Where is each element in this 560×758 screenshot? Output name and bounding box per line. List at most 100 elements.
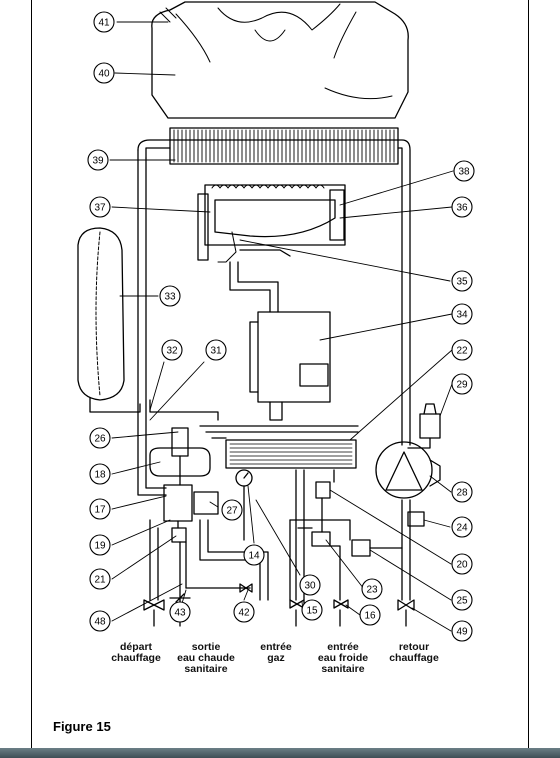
svg-text:19: 19 bbox=[94, 541, 106, 552]
svg-text:40: 40 bbox=[98, 69, 110, 80]
label-line: gaz bbox=[267, 652, 285, 664]
svg-text:31: 31 bbox=[210, 346, 222, 357]
callout-49: 49 bbox=[451, 620, 473, 642]
bypass-and-diverter bbox=[289, 481, 425, 601]
svg-text:18: 18 bbox=[94, 470, 106, 481]
svg-text:49: 49 bbox=[456, 627, 468, 638]
svg-text:15: 15 bbox=[306, 606, 318, 617]
svg-text:17: 17 bbox=[94, 505, 106, 516]
svg-text:22: 22 bbox=[456, 346, 468, 357]
svg-text:14: 14 bbox=[248, 551, 260, 562]
circulation-pump bbox=[375, 441, 441, 499]
callout-15: 15 bbox=[301, 599, 323, 621]
callout-leader-lines bbox=[109, 21, 454, 632]
callout-41: 41 bbox=[93, 11, 115, 33]
svg-text:27: 27 bbox=[226, 506, 238, 517]
callout-33: 33 bbox=[159, 285, 181, 307]
expansion-vessel bbox=[77, 227, 141, 413]
svg-text:20: 20 bbox=[456, 560, 468, 571]
callout-23: 23 bbox=[361, 578, 383, 600]
pressure-gauge bbox=[235, 469, 253, 541]
svg-text:30: 30 bbox=[304, 581, 316, 592]
gas-valve bbox=[229, 261, 331, 421]
svg-text:36: 36 bbox=[456, 203, 468, 214]
callout-markers: 41 40 39 38 37 36 35 34 33 32 31 22 29 26 18 17 27 28 24 19… bbox=[87, 11, 475, 642]
callout-30: 30 bbox=[299, 574, 321, 596]
svg-text:39: 39 bbox=[92, 156, 104, 167]
callout-37: 37 bbox=[89, 196, 111, 218]
svg-text:33: 33 bbox=[164, 292, 176, 303]
svg-text:37: 37 bbox=[94, 203, 106, 214]
callout-27: 27 bbox=[221, 499, 243, 521]
callout-14: 14 bbox=[243, 544, 265, 566]
callout-19: 19 bbox=[89, 534, 111, 556]
svg-text:24: 24 bbox=[456, 523, 468, 534]
heating-circuit-pipes bbox=[137, 139, 411, 601]
svg-text:16: 16 bbox=[364, 611, 376, 622]
svg-text:29: 29 bbox=[456, 380, 468, 391]
label-line: entrée bbox=[260, 641, 292, 653]
label-line: sortie bbox=[191, 641, 221, 653]
callout-35: 35 bbox=[451, 270, 473, 292]
callout-21: 21 bbox=[89, 568, 111, 590]
svg-text:48: 48 bbox=[94, 617, 106, 628]
page-bottom-bar bbox=[0, 748, 560, 758]
svg-text:42: 42 bbox=[238, 608, 250, 619]
label-line: eau chaude bbox=[177, 652, 235, 664]
label-line: départ bbox=[119, 641, 153, 653]
callout-40: 40 bbox=[93, 62, 115, 84]
hydraulic-block bbox=[149, 399, 359, 543]
callout-17: 17 bbox=[89, 498, 111, 520]
label-line: sanitaire bbox=[184, 663, 228, 675]
callout-16: 16 bbox=[359, 604, 381, 626]
svg-text:26: 26 bbox=[94, 434, 106, 445]
callout-39: 39 bbox=[87, 149, 109, 171]
label-line: retour bbox=[398, 641, 430, 653]
callout-28: 28 bbox=[451, 481, 473, 503]
connection-pipes bbox=[149, 469, 335, 601]
svg-text:23: 23 bbox=[366, 585, 378, 596]
automatic-air-vent bbox=[407, 403, 441, 449]
callout-36: 36 bbox=[451, 196, 473, 218]
svg-text:38: 38 bbox=[458, 167, 470, 178]
svg-text:28: 28 bbox=[456, 488, 468, 499]
svg-text:32: 32 bbox=[166, 346, 178, 357]
callout-31: 31 bbox=[205, 339, 227, 361]
callout-42: 42 bbox=[233, 601, 255, 623]
label-line: eau froide bbox=[317, 652, 369, 664]
callout-22: 22 bbox=[451, 339, 473, 361]
burner-assembly bbox=[197, 184, 346, 263]
callout-48: 48 bbox=[89, 610, 111, 632]
callout-26: 26 bbox=[89, 427, 111, 449]
callout-18: 18 bbox=[89, 463, 111, 485]
plate-heat-exchanger bbox=[225, 439, 357, 469]
figure-caption: Figure 15 bbox=[53, 719, 111, 734]
svg-text:43: 43 bbox=[174, 608, 186, 619]
callout-24: 24 bbox=[451, 516, 473, 538]
callout-29: 29 bbox=[451, 373, 473, 395]
svg-text:35: 35 bbox=[456, 277, 468, 288]
svg-text:34: 34 bbox=[456, 310, 468, 321]
callout-20: 20 bbox=[451, 553, 473, 575]
label-line: sanitaire bbox=[321, 663, 365, 675]
label-line: entrée bbox=[327, 641, 359, 653]
heat-exchanger bbox=[169, 127, 399, 165]
svg-text:21: 21 bbox=[94, 575, 106, 586]
callout-25: 25 bbox=[451, 589, 473, 611]
svg-text:41: 41 bbox=[98, 18, 110, 29]
page-frame bbox=[31, 0, 529, 748]
label-line: chauffage bbox=[111, 652, 161, 664]
label-line: chauffage bbox=[389, 652, 439, 664]
callout-43: 43 bbox=[169, 601, 191, 623]
callout-34: 34 bbox=[451, 303, 473, 325]
callout-32: 32 bbox=[161, 339, 183, 361]
svg-text:25: 25 bbox=[456, 596, 468, 607]
callout-38: 38 bbox=[453, 160, 475, 182]
